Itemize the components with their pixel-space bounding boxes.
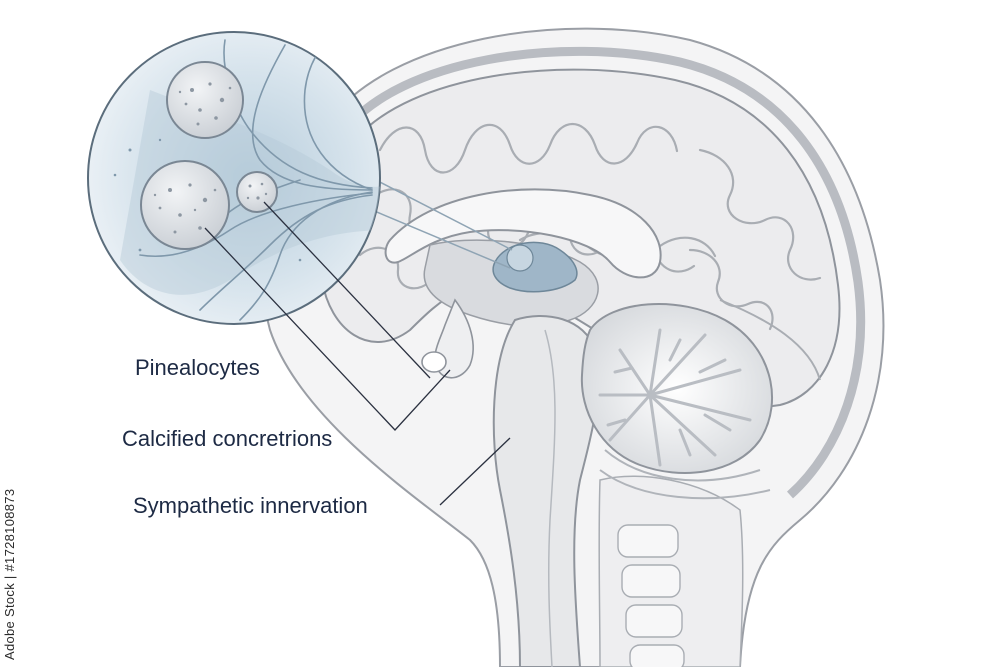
stock-watermark: Adobe Stock | #1728108873 xyxy=(2,489,17,660)
pinealocyte-cell-large xyxy=(167,62,243,138)
label-pinealocytes: Pinealocytes xyxy=(135,357,260,379)
label-sympathetic-innervation: Sympathetic innervation xyxy=(133,495,368,517)
concretion-small xyxy=(237,172,277,212)
label-calcified-concretions: Calcified concretrions xyxy=(122,428,332,450)
concretion-large xyxy=(141,161,229,249)
pituitary xyxy=(422,352,446,372)
